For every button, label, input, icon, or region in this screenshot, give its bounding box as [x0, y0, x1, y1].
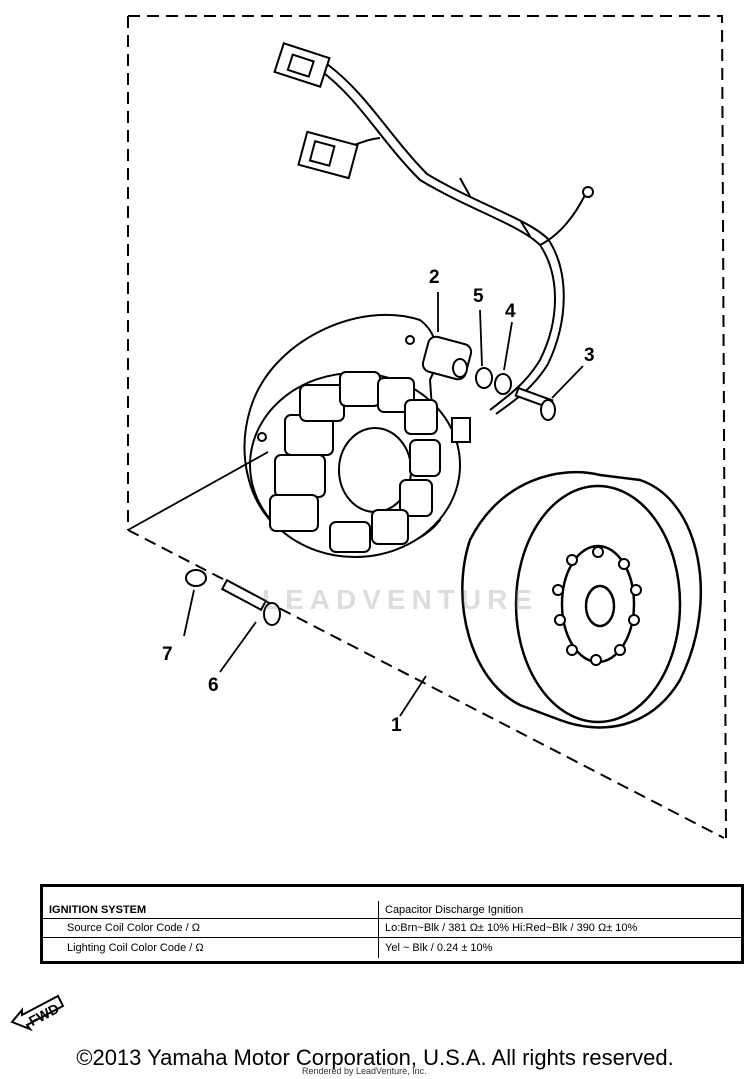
flywheel-rotor [461, 470, 702, 729]
washer-4 [494, 373, 512, 395]
connector-lower [297, 130, 359, 180]
leader-lines [127, 292, 584, 717]
washer-7 [185, 569, 207, 587]
part-number-6: 6 [208, 675, 219, 696]
spec-lighting-coil-label: Lighting Coil Color Code / Ω [43, 938, 379, 958]
part-number-4: 4 [505, 301, 516, 322]
spec-source-coil-label: Source Coil Color Code / Ω [43, 919, 379, 937]
part-number-2: 2 [429, 267, 440, 288]
part-number-5: 5 [473, 286, 484, 307]
spec-lighting-coil-value: Yel ~ Blk / 0.24 ± 10% [385, 942, 493, 954]
rendered-by-note: Rendered by LeadVenture, Inc. [302, 1066, 427, 1076]
part-number-1: 1 [391, 715, 402, 736]
fwd-arrow-icon [10, 994, 65, 1032]
screw-6 [220, 578, 281, 626]
spec-source-coil-row: Source Coil Color Code / Ω Lo:Brn~Blk / … [43, 919, 741, 938]
assembly-boundary [127, 15, 727, 839]
part-number-7: 7 [162, 644, 173, 665]
spec-lighting-coil-row: Lighting Coil Color Code / Ω Yel ~ Blk /… [43, 938, 741, 958]
pickup-coil [421, 335, 473, 381]
washer-5 [475, 367, 493, 389]
spec-header-label: IGNITION SYSTEM [43, 901, 379, 918]
spec-source-coil-value: Lo:Brn~Blk / 381 Ω± 10% Hi:Red~Blk / 390… [385, 922, 638, 934]
stator-assembly [243, 313, 461, 558]
part-number-3: 3 [584, 345, 595, 366]
spec-header-value: Capacitor Discharge Ignition [385, 903, 524, 916]
ignition-spec-table: IGNITION SYSTEM Capacitor Discharge Igni… [40, 884, 744, 964]
copyright-notice: ©2013 Yamaha Motor Corporation, U.S.A. A… [76, 1045, 674, 1070]
spec-header-row: IGNITION SYSTEM Capacitor Discharge Igni… [43, 901, 741, 919]
connector-upper [273, 42, 331, 88]
grommet [451, 417, 471, 443]
screw-3 [514, 386, 556, 421]
watermark: LEADVENTURE [262, 584, 539, 615]
